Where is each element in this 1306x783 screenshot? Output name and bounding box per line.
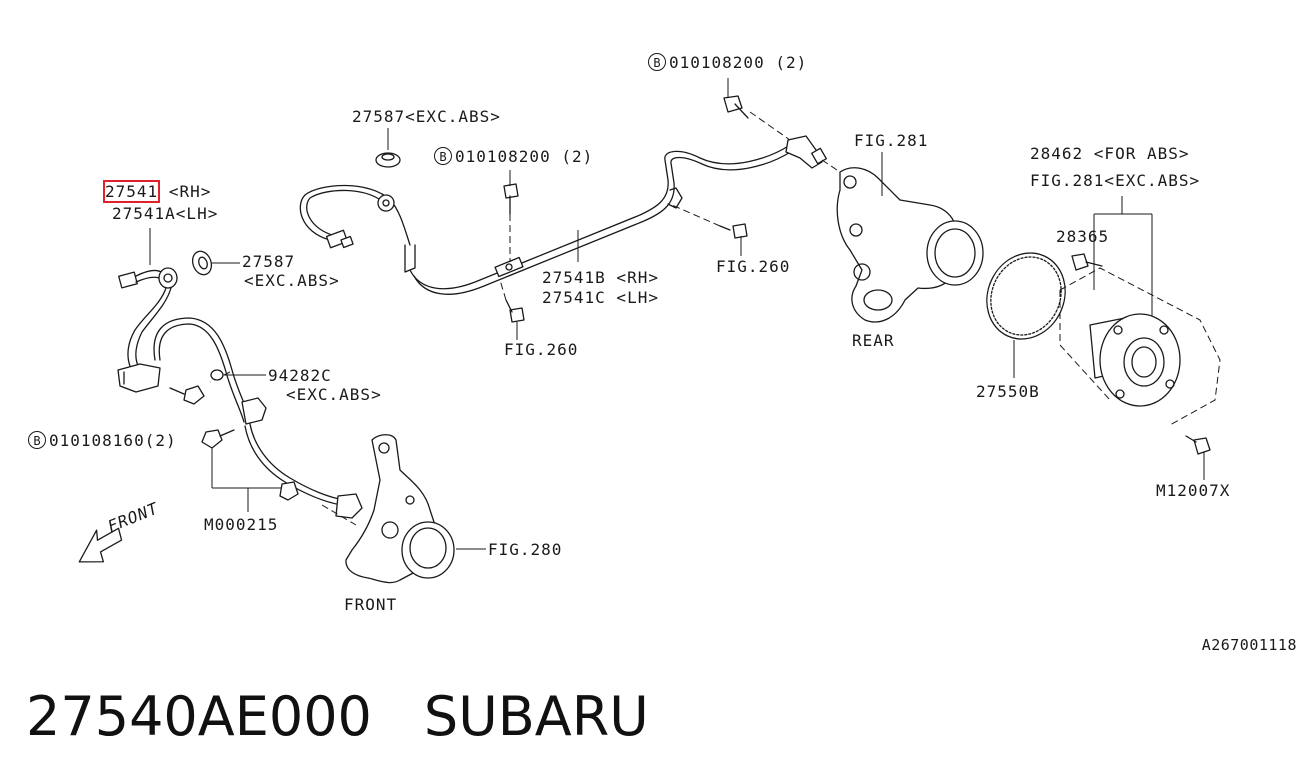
callout-sensor-rear-2: 27541C <LH>	[542, 288, 659, 307]
hub-assembly	[1059, 196, 1221, 426]
callout-hub-parts-1: 28462 <FOR ABS>	[1030, 144, 1190, 163]
callout-fig281: FIG.281	[854, 131, 929, 150]
bolt-left	[169, 385, 235, 449]
part-number: 27540AE000	[26, 685, 372, 748]
rear-knuckle	[836, 152, 984, 323]
callout-tone-ring: 27550B	[976, 382, 1040, 401]
side-label: <RH>	[168, 182, 212, 201]
bolt-front	[211, 448, 299, 512]
callout-hub-parts-2: FIG.281<EXC.ABS>	[1030, 171, 1201, 190]
bolt-top	[723, 78, 749, 119]
callout-sensor-front-rh: 27541 <RH>	[102, 180, 212, 203]
bolt-fig260-lower	[499, 279, 525, 340]
callout-sensor-rear-1: 27541B <RH>	[542, 268, 659, 287]
callout-hub-bolt: M12007X	[1156, 481, 1231, 500]
callout-sensor-front-lh: 27541A<LH>	[112, 204, 219, 223]
front-knuckle-label: FRONT	[344, 595, 398, 614]
callout-bolt-front: M000215	[204, 515, 279, 534]
front-sensor-harness	[117, 228, 363, 526]
clip-part	[210, 369, 266, 381]
bolt-mark-icon: B	[28, 430, 46, 449]
bolt-fig260-upper	[671, 204, 748, 256]
callout-qty: (2)	[144, 431, 177, 450]
hub-bolt-m12007x	[1185, 435, 1211, 480]
bolt-mid	[503, 170, 519, 262]
grommet-left-part	[191, 250, 240, 276]
hub-bolt-28365	[1071, 253, 1103, 271]
bolt-mark-icon: B	[648, 52, 666, 71]
callout-bolt-hub: 28365	[1056, 227, 1110, 246]
grommet-top-part	[375, 128, 401, 168]
highlighted-part-number[interactable]: 27541	[102, 180, 161, 203]
callout-grommet-left-2: <EXC.ABS>	[244, 271, 340, 290]
callout-part: 010108160	[49, 431, 145, 450]
callout-qty: (2)	[775, 53, 808, 72]
callout-grommet-top: 27587<EXC.ABS>	[352, 107, 501, 126]
illustration-code: A267001118	[1201, 636, 1297, 654]
callout-fig260-lower: FIG.260	[504, 340, 579, 359]
callout-fig260-upper: FIG.260	[716, 257, 791, 276]
callout-fig280: FIG.280	[488, 540, 563, 559]
rear-sensor-harness	[299, 111, 841, 295]
page-title: 27540AE000 SUBARU	[26, 680, 649, 754]
front-knuckle	[345, 434, 486, 584]
bolt-mark-icon: B	[434, 146, 452, 165]
tone-ring-part	[986, 252, 1066, 378]
callout-grommet-left-1: 27587	[242, 252, 296, 271]
front-direction-arrow-icon	[78, 527, 123, 563]
callout-clip-2: <EXC.ABS>	[286, 385, 382, 404]
rear-knuckle-label: REAR	[852, 331, 895, 350]
callout-part: 010108200	[455, 147, 551, 166]
brand-name: SUBARU	[423, 685, 649, 748]
callout-part: 010108200	[669, 53, 765, 72]
callout-clip-1: 94282C	[268, 366, 332, 385]
callout-qty: (2)	[561, 147, 594, 166]
